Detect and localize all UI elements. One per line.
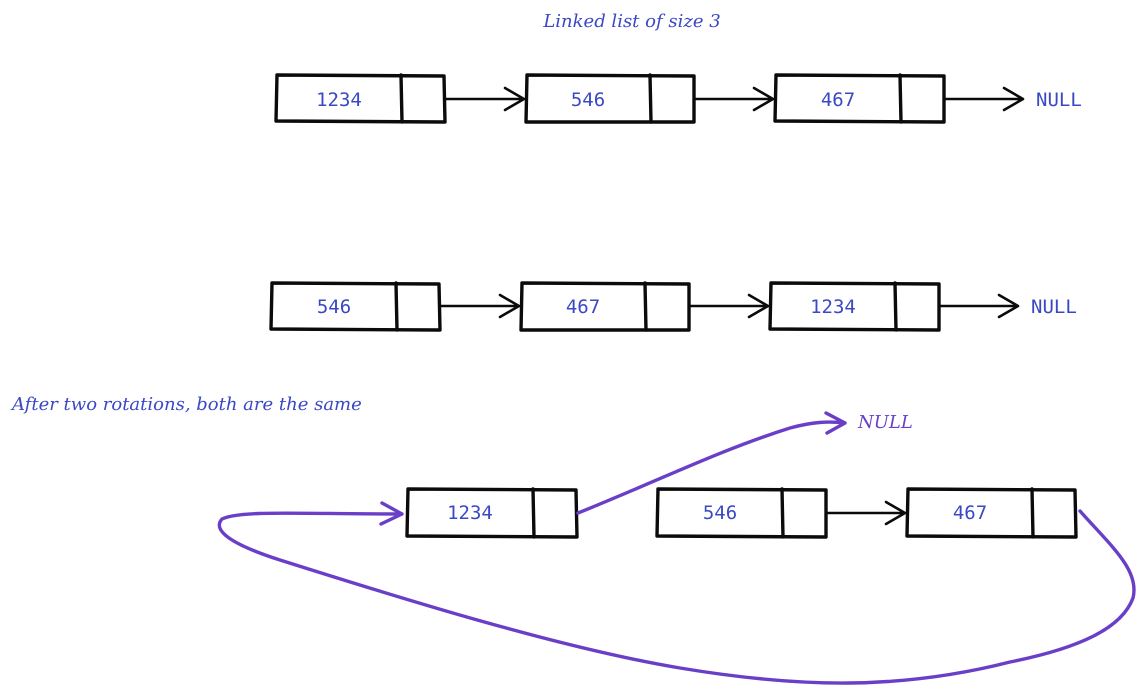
node-box bbox=[905, 487, 1078, 539]
node-box bbox=[405, 487, 579, 539]
node-box bbox=[274, 73, 447, 124]
node-pointer-divider bbox=[648, 73, 653, 124]
linked-list-row-original: 1234 546 467 NULL bbox=[274, 73, 1082, 124]
list-node: 546 bbox=[269, 281, 442, 332]
arrow-link bbox=[688, 293, 770, 319]
node-value: 1234 bbox=[447, 502, 493, 524]
node-pointer-divider bbox=[1030, 487, 1035, 539]
node-pointer-divider bbox=[898, 73, 903, 124]
null-terminator: NULL bbox=[1031, 296, 1077, 318]
list-node: 1234 bbox=[768, 281, 941, 332]
node-pointer-divider bbox=[893, 281, 898, 332]
arrow-link bbox=[826, 500, 907, 526]
curved-arrow-to-null bbox=[576, 411, 847, 515]
arrow-link bbox=[693, 86, 775, 112]
node-box bbox=[269, 281, 442, 332]
node-value: 1234 bbox=[316, 89, 362, 111]
node-value: 546 bbox=[571, 89, 605, 111]
node-box bbox=[768, 281, 941, 332]
node-box bbox=[773, 73, 946, 124]
list-node: 467 bbox=[519, 281, 691, 332]
node-pointer-divider bbox=[399, 73, 404, 124]
list-node: 546 bbox=[524, 73, 696, 124]
node-box bbox=[655, 487, 828, 539]
node-pointer-divider bbox=[780, 487, 785, 539]
node-value: 467 bbox=[821, 89, 855, 111]
rotation-caption: After two rotations, both are the same bbox=[10, 394, 362, 415]
arrow-link bbox=[943, 86, 1025, 112]
null-terminator: NULL bbox=[1036, 89, 1082, 111]
list-node: 467 bbox=[905, 487, 1078, 539]
list-node: 467 bbox=[773, 73, 946, 124]
node-value: 546 bbox=[317, 296, 351, 318]
linked-list-circular: 1234 546 467 NULL bbox=[217, 411, 1136, 685]
node-value: 467 bbox=[566, 296, 600, 318]
node-pointer-divider bbox=[394, 281, 399, 332]
list-node: 1234 bbox=[405, 487, 579, 539]
circular-loop-arrow bbox=[217, 501, 1136, 685]
node-value: 1234 bbox=[810, 296, 856, 318]
node-box bbox=[519, 281, 691, 332]
node-pointer-divider bbox=[643, 281, 648, 332]
node-pointer-divider bbox=[531, 487, 536, 539]
node-box bbox=[524, 73, 696, 124]
null-terminator: NULL bbox=[857, 412, 913, 433]
list-node: 1234 bbox=[274, 73, 447, 124]
arrow-link bbox=[444, 86, 526, 112]
linked-list-row-rotated: 546 467 1234 NULL bbox=[269, 281, 1077, 332]
list-node: 546 bbox=[655, 487, 828, 539]
arrow-link bbox=[439, 293, 521, 319]
node-value: 546 bbox=[703, 502, 737, 524]
diagram-title: Linked list of size 3 bbox=[542, 11, 720, 32]
arrow-link bbox=[938, 293, 1020, 319]
node-value: 467 bbox=[953, 502, 987, 524]
